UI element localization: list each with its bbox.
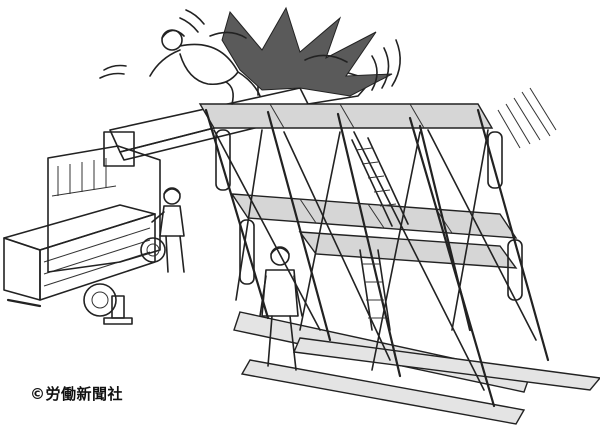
scaffold <box>198 103 550 408</box>
ground-boards <box>233 311 600 425</box>
motion-lines <box>99 9 557 149</box>
truck <box>3 145 166 325</box>
worker-near-truck <box>151 187 185 273</box>
falling-worker <box>149 29 261 105</box>
worker-under-scaffold <box>259 246 303 371</box>
impact-burst <box>221 6 401 97</box>
copyright-label: ©労働新聞社 <box>30 385 124 403</box>
